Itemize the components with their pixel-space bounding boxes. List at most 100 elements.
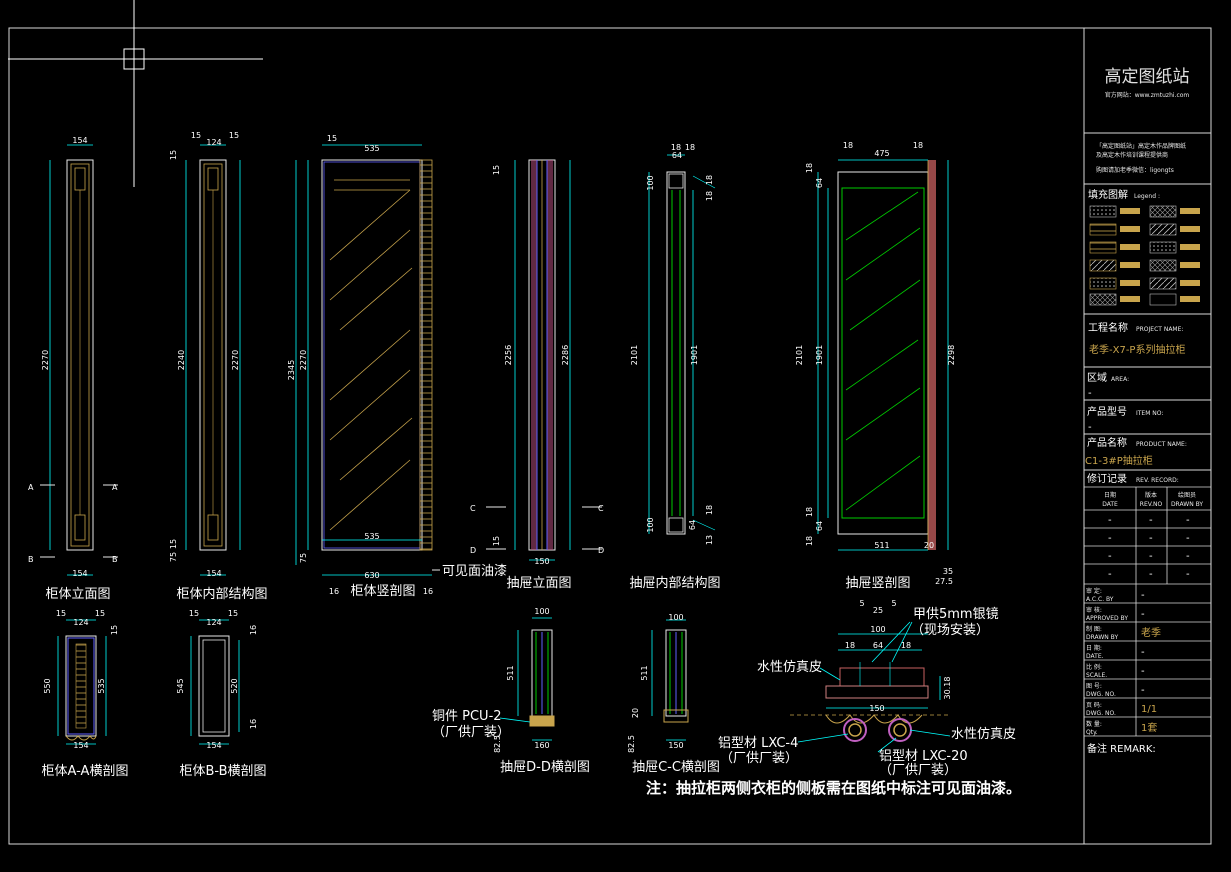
dim-label: 15 [56, 609, 66, 618]
item-value: - [1088, 422, 1092, 433]
rev-cell: - [1108, 551, 1112, 562]
sheet-border [8, 27, 1212, 845]
dim-label: 18 [913, 141, 923, 150]
dim-label: 30.18 [943, 677, 952, 700]
dim-label: 18 [901, 641, 911, 650]
dim-label: 18 [671, 143, 681, 152]
dim-label: 154 [73, 741, 88, 750]
section-mark: D [598, 546, 604, 555]
section-mark: C [470, 504, 476, 513]
product-value: C1-3#P抽拉柜 [1085, 454, 1153, 467]
title-block: 高定图纸站 官方网站：www.zmtuzhi.com 「高定图纸站」高定木作品牌… [1084, 67, 1211, 755]
dim-label: 2101 [630, 345, 639, 365]
view-title: 柜体B-B横剖图 [179, 764, 266, 779]
dim-label: 18 [685, 143, 695, 152]
view-title: 抽屉内部结构图 [629, 575, 720, 591]
view-title: 柜体A-A横剖图 [42, 764, 129, 779]
rev-cell: - [1186, 515, 1190, 526]
dim-label: 2298 [947, 345, 956, 365]
field-cn: 审 定: [1086, 587, 1102, 595]
dim-label: 2256 [504, 345, 513, 365]
dim-label: 15 [169, 539, 178, 549]
view-cabinet-section-bb [190, 619, 240, 745]
view-drawer-internal [648, 154, 716, 535]
dim-label: 545 [176, 678, 185, 693]
dim-label: 75 [299, 553, 308, 563]
field-en: APPROVED BY [1086, 615, 1128, 622]
view-drawer-section-cc [651, 619, 689, 741]
dim-label: 2286 [561, 345, 570, 365]
dim-label: 5 [859, 599, 864, 608]
view-drawer-vertical-section [817, 159, 949, 551]
dim-label: 100 [646, 517, 655, 532]
dim-label: 100 [646, 175, 655, 190]
legend-label-en: Legend : [1134, 193, 1160, 200]
field-cn: 制 图: [1086, 625, 1102, 633]
dim-label: 154 [206, 741, 221, 750]
dim-label: 20 [631, 708, 640, 718]
annotation-alu-lxc4-sub: （厂供厂装） [720, 751, 798, 766]
dim-label: 64 [672, 151, 682, 160]
legend-swatches [1089, 205, 1200, 306]
item-label-en: ITEM NO: [1136, 410, 1163, 417]
dim-label: 150 [534, 557, 549, 566]
annotation-alu-lxc20-sub: （厂供厂装） [879, 763, 957, 778]
dim-label: 16 [329, 587, 339, 596]
rev-cell: - [1108, 533, 1112, 544]
dim-label: 15 [169, 150, 178, 160]
annotation-pu: 水性仿真皮 [757, 660, 822, 675]
field-value: 1/1 [1141, 704, 1157, 715]
dim-label: 18 [805, 536, 814, 546]
dim-label: 1901 [690, 345, 699, 365]
dim-label: 160 [534, 741, 549, 750]
dim-label: 15 [327, 134, 337, 143]
dim-label: 630 [364, 571, 379, 580]
dim-label: 535 [364, 532, 379, 541]
dim-label: 27.5 [935, 577, 953, 586]
section-mark: D [470, 546, 476, 555]
dim-label: 15 [229, 131, 239, 140]
rev-col-drawn-en: DRAWN BY [1171, 501, 1203, 508]
view-title: 抽屉C-C横剖图 [632, 760, 720, 775]
dim-label: 18 [805, 163, 814, 173]
field-value: - [1141, 666, 1145, 677]
annotation-pu: 水性仿真皮 [951, 727, 1016, 742]
view-title: 柜体竖剖图 [350, 584, 415, 599]
dim-label: 2270 [231, 350, 240, 370]
field-value: - [1141, 609, 1145, 620]
dim-label: 150 [668, 741, 683, 750]
dim-label: 550 [43, 678, 52, 693]
view-title: 柜体内部结构图 [176, 586, 267, 602]
annotation-copper: 铜件 PCU-2 [432, 709, 502, 724]
view-drawer-section-dd [499, 617, 555, 741]
view-title: 抽屉竖剖图 [845, 576, 910, 591]
legend-label: 填充图解 [1088, 188, 1128, 201]
annotation-alu-lxc20: 铝型材 LXC-20 [879, 749, 968, 764]
dim-label: 154 [72, 136, 87, 145]
rev-cell: - [1186, 569, 1190, 580]
view-cabinet-vertical-section [295, 144, 440, 576]
dim-label: 520 [230, 678, 239, 693]
dim-label: 100 [534, 607, 549, 616]
field-en: Qty. [1086, 729, 1098, 736]
dim-label: 5 [891, 599, 896, 608]
field-en: DWG. NO. [1086, 691, 1116, 698]
dim-label: 100 [668, 613, 683, 622]
dim-label: 18 [845, 641, 855, 650]
drawing-note: 注：抽拉柜两侧衣柜的侧板需在图纸中标注可见面油漆。 [646, 779, 1021, 797]
rev-cell: - [1108, 569, 1112, 580]
field-cn: 审 核: [1086, 606, 1102, 614]
dim-label: 475 [874, 149, 889, 158]
dim-label: 2101 [795, 345, 804, 365]
dim-label: 18 [705, 505, 714, 515]
view-title: 柜体立面图 [45, 587, 110, 602]
brand-name: 高定图纸站 [1105, 67, 1190, 87]
signoff-labels: 审 定: A.C.C. BY - 审 核: APPROVED BY - 制 图:… [1086, 587, 1161, 736]
field-cn: 页 码: [1086, 701, 1102, 709]
rev-label-en: REV. RECORD: [1136, 477, 1179, 484]
dim-label: 20 [924, 541, 934, 550]
dim-label: 124 [206, 138, 221, 147]
field-en: DWG. NO. [1086, 710, 1116, 717]
dim-label: 511 [874, 541, 889, 550]
rev-cell: - [1186, 533, 1190, 544]
